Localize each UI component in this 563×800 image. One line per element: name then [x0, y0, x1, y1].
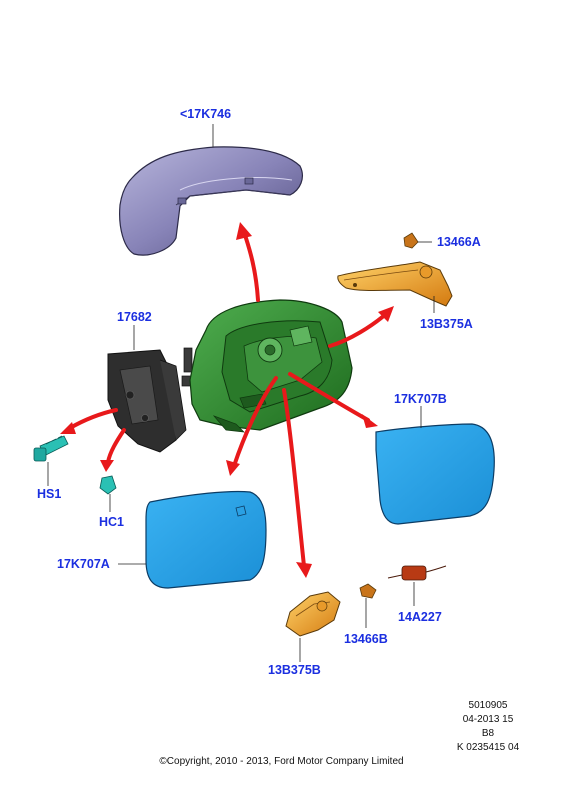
wiring-connector	[387, 565, 447, 581]
indicator-bulb-bottom	[359, 583, 377, 599]
arrow-heads	[60, 222, 394, 578]
indicator-lamp-bottom	[285, 591, 341, 637]
label-mirror-housing: 17682	[117, 310, 152, 324]
arrow-to-clip	[106, 428, 126, 464]
label-bulb-bottom: 13466B	[344, 632, 388, 646]
arrow-to-cover	[242, 230, 260, 302]
ref-line-1: 5010905	[468, 700, 508, 711]
arrow-to-screw	[68, 408, 118, 430]
screw	[33, 435, 69, 462]
label-lamp-top: 13B375A	[420, 317, 473, 331]
copyright-notice: ©Copyright, 2010 - 2013, Ford Motor Comp…	[159, 756, 404, 767]
arrow-to-glass-right	[288, 372, 370, 422]
label-lamp-bottom: 13B375B	[268, 663, 321, 677]
mirror-housing	[107, 299, 353, 453]
label-clip: HC1	[99, 515, 125, 529]
label-bulb-top: 13466A	[437, 235, 481, 249]
mirror-glass-left	[145, 490, 267, 589]
ref-line-4: K 0235415 04	[456, 742, 520, 753]
arrow-to-lamp-bottom	[282, 388, 306, 568]
label-screw: HS1	[37, 487, 62, 501]
indicator-lamp-top	[337, 261, 453, 307]
label-wiring: 14A227	[398, 610, 442, 624]
label-glass-right: 17K707B	[394, 392, 447, 406]
indicator-bulb-top	[403, 232, 419, 249]
arrow-to-lamp-top	[328, 312, 388, 348]
ref-line-2: 04-2013 15	[462, 714, 514, 725]
label-glass-left: 17K707A	[57, 557, 110, 571]
ref-line-3: B8	[481, 728, 495, 739]
label-mirror-cover: <17K746	[180, 107, 232, 121]
clip	[99, 475, 117, 495]
mirror-glass-right	[375, 423, 495, 525]
mirror-cover	[119, 146, 303, 256]
arrow-to-glass-left	[232, 376, 278, 468]
